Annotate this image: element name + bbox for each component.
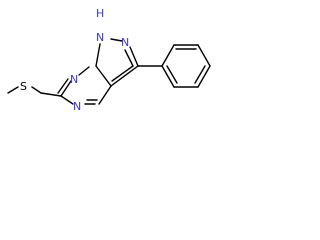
bond-c6-n7-double (57, 78, 69, 94)
bond-n2-c3-double (124, 49, 134, 67)
bond-ph-3 (197, 44, 211, 67)
bond-n5-c6 (60, 95, 74, 105)
nitrogen-label-n2: N (121, 36, 129, 49)
bond-c7a-c3a (95, 65, 112, 87)
bond-c3-c3a (110, 65, 139, 87)
structure-diagram: H N N N N S (7, 7, 211, 113)
bond-ph-6-double (166, 65, 178, 84)
hydrogen-label: H (96, 7, 104, 20)
bond-n2-c3 (129, 46, 139, 67)
nitrogen-label-n5: N (73, 100, 81, 113)
bond-ph-6 (161, 65, 175, 88)
bond-c7a-n1 (95, 43, 101, 67)
bond-s-c6 (31, 86, 42, 94)
bond-ph-4 (197, 65, 211, 88)
bond-c6-s-link (40, 92, 62, 97)
bond-ph-1 (161, 44, 175, 67)
bond-c3a-c4 (98, 85, 112, 105)
bond-n7-c7a (78, 66, 90, 76)
bond-n1-n2 (110, 38, 123, 42)
bond-ph-4-double (194, 65, 206, 84)
bond-c3-c3a-double (111, 65, 134, 82)
sulfur-label: S (20, 80, 27, 93)
nitrogen-label-n1: N (96, 31, 104, 44)
bond-c6-n7 (60, 80, 72, 97)
nitrogen-label-n7: N (70, 73, 78, 86)
bond-methyl-s (7, 86, 19, 94)
